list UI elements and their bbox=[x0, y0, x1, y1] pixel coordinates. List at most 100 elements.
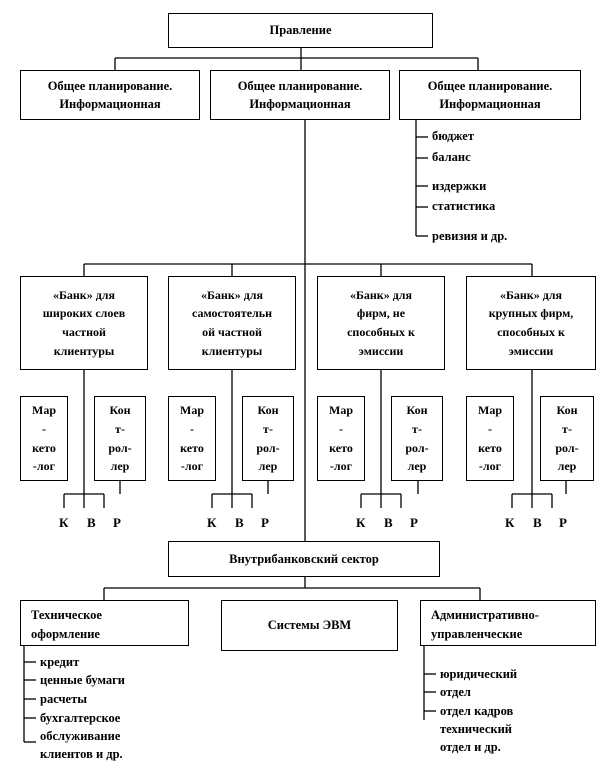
bank-line: фирм, не bbox=[356, 306, 406, 321]
planning-item: издержки bbox=[432, 179, 487, 193]
planning-box-1: Общее планирование. Информационная bbox=[20, 70, 200, 120]
marketer-box: Мар - кето -лог bbox=[466, 396, 514, 481]
sub-line: рол- bbox=[108, 440, 132, 455]
kbr-label: В bbox=[384, 515, 393, 530]
bank-box-4: «Банк» для крупных фирм, способных к эми… bbox=[466, 276, 596, 370]
planning-line2: Информационная bbox=[439, 97, 541, 111]
sub-line: рол- bbox=[405, 440, 429, 455]
kbr-label: К bbox=[59, 515, 69, 530]
sub-line: -лог bbox=[32, 459, 56, 474]
evm-box: Системы ЭВМ bbox=[221, 600, 398, 651]
bank-line: «Банк» для bbox=[349, 287, 413, 302]
sub-line: лер bbox=[110, 459, 130, 474]
sub-line: -лог bbox=[478, 459, 502, 474]
bank-line: клиентуры bbox=[53, 343, 115, 358]
kbr-label: В bbox=[87, 515, 96, 530]
kbr-label: Р bbox=[559, 515, 567, 530]
admin-item: отдел bbox=[440, 685, 471, 699]
tech-box: Техническое оформление bbox=[20, 600, 189, 646]
sub-line: т- bbox=[412, 421, 422, 436]
tech-item: расчеты bbox=[40, 692, 87, 706]
kbr-label: К bbox=[505, 515, 515, 530]
bank-box-2: «Банк» для самостоятельн ой частной клие… bbox=[168, 276, 296, 370]
kbr-label: В bbox=[235, 515, 244, 530]
kbr-label: В bbox=[533, 515, 542, 530]
tech-item: бухгалтерское bbox=[40, 711, 121, 725]
board-title: Правление bbox=[269, 23, 332, 38]
marketer-box: Мар-кето-лог bbox=[317, 396, 365, 481]
sub-line: Кон bbox=[556, 403, 578, 418]
board-box: Правление bbox=[168, 13, 433, 48]
bank-line: способных к bbox=[497, 325, 565, 339]
planning-line1: Общее планирование. bbox=[237, 78, 363, 93]
sub-line: Мар bbox=[478, 403, 502, 418]
sub-line: лер bbox=[407, 459, 427, 474]
tech-line2: оформление bbox=[31, 626, 100, 641]
controller-box: Кон т-рол-лер bbox=[94, 396, 146, 481]
sub-line: т- bbox=[263, 421, 273, 436]
bank-line: эмиссии bbox=[508, 343, 554, 358]
admin-item: технический bbox=[440, 722, 512, 736]
bank-line: широких слоев bbox=[42, 306, 126, 321]
internal-sector-box: Внутрибанковский сектор bbox=[168, 541, 440, 577]
admin-line1: Административно- bbox=[431, 608, 539, 622]
tech-item: кредит bbox=[40, 655, 80, 669]
admin-box: Административно- управленческие bbox=[420, 600, 596, 646]
kbr-label: Р bbox=[261, 515, 269, 530]
tech-item: обслуживание bbox=[40, 729, 121, 743]
bank-box-1: «Банк» для широких слоев частной клиенту… bbox=[20, 276, 148, 370]
sub-line: кето bbox=[32, 440, 56, 455]
internal-sector-title: Внутрибанковский сектор bbox=[229, 551, 379, 566]
planning-item: статистика bbox=[432, 199, 496, 213]
tech-item: ценные бумаги bbox=[40, 673, 126, 687]
sub-line: -лог bbox=[329, 459, 353, 474]
bank-line: «Банк» для bbox=[52, 287, 116, 302]
bank-line: «Банк» для bbox=[499, 287, 563, 302]
evm-title: Системы ЭВМ bbox=[267, 618, 352, 633]
bank-line: ой частной bbox=[202, 325, 262, 339]
kbr-label: К bbox=[207, 515, 217, 530]
controller-box: Кон т-рол-лер bbox=[391, 396, 443, 481]
bank-line: «Банк» для bbox=[200, 287, 264, 302]
bank-line: крупных фирм, bbox=[488, 306, 574, 321]
sub-line: кето bbox=[329, 440, 353, 455]
kbr-label: К bbox=[356, 515, 366, 530]
tech-line1: Техническое bbox=[31, 608, 102, 622]
bank-line: эмиссии bbox=[358, 343, 404, 358]
marketer-box: Мар-кето-лог bbox=[168, 396, 216, 481]
sub-line: кето bbox=[478, 440, 502, 455]
admin-line2: управленческие bbox=[431, 626, 523, 641]
sub-line: - bbox=[190, 421, 194, 436]
controller-box: Кон т-рол-лер bbox=[540, 396, 594, 481]
kbr-label: Р bbox=[113, 515, 121, 530]
planning-box-3: Общее планирование. Информационная bbox=[399, 70, 581, 120]
planning-box-2: Общее планирование. Информационная bbox=[210, 70, 390, 120]
bank-line: частной bbox=[62, 325, 106, 339]
bank-line: клиентуры bbox=[201, 343, 263, 358]
planning-item: баланс bbox=[432, 150, 471, 164]
sub-line: т- bbox=[115, 421, 125, 436]
sub-line: Мар bbox=[180, 403, 204, 418]
sub-line: Кон bbox=[109, 403, 131, 418]
admin-item: отдел кадров bbox=[440, 704, 514, 718]
sub-line: рол- bbox=[555, 440, 579, 455]
bank-box-3: «Банк» для фирм, не способных к эмиссии bbox=[317, 276, 445, 370]
sub-line: - bbox=[339, 421, 343, 436]
sub-line: Кон bbox=[406, 403, 428, 418]
admin-item: отдел и др. bbox=[440, 740, 501, 754]
admin-item: юридический bbox=[440, 667, 518, 681]
sub-line: т- bbox=[562, 421, 572, 436]
planning-line2: Информационная bbox=[59, 97, 161, 111]
planning-line1: Общее планирование. bbox=[47, 78, 173, 93]
sub-line: - bbox=[42, 421, 46, 436]
sub-line: - bbox=[488, 421, 492, 436]
kbr-label: Р bbox=[410, 515, 418, 530]
tech-item: клиентов и др. bbox=[40, 747, 123, 761]
planning-item: ревизия и др. bbox=[432, 229, 508, 243]
sub-line: лер bbox=[557, 459, 577, 474]
sub-line: кето bbox=[180, 440, 204, 455]
sub-line: Кон bbox=[257, 403, 279, 418]
sub-line: Мар bbox=[32, 403, 56, 418]
